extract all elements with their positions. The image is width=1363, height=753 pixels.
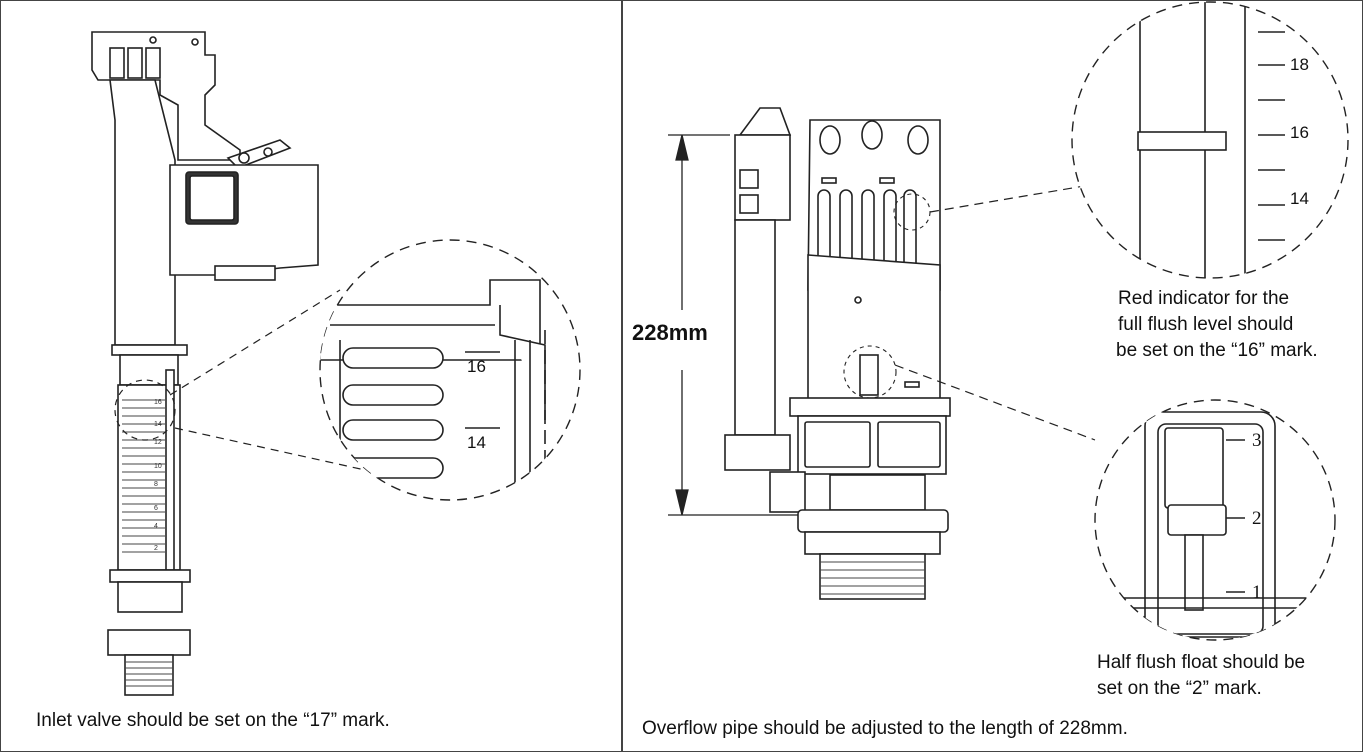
- half-flush-note: Half flush float should be set on the “2…: [1097, 650, 1305, 702]
- half-flush-note-line: set on the “2” mark.: [1097, 678, 1262, 699]
- svg-text:12: 12: [154, 439, 162, 446]
- top-mark-14: 14: [1290, 189, 1309, 208]
- inlet-valve-caption: Inlet valve should be set on the “17” ma…: [36, 710, 390, 731]
- bottom-callout-circle: [843, 345, 897, 399]
- base-nut: [117, 581, 183, 613]
- full-flush-note-line: Red indicator for the: [1118, 288, 1290, 309]
- svg-text:4: 4: [154, 523, 158, 530]
- half-flush-float: [1167, 504, 1227, 536]
- full-flush-note: Red indicator for the full flush level s…: [1116, 286, 1318, 364]
- leader-line: [169, 289, 341, 396]
- overflow-pipe-caption: Overflow pipe should be adjusted to the …: [642, 718, 1128, 739]
- housing-window-left: [804, 421, 871, 468]
- svg-text:10: 10: [154, 463, 162, 470]
- inlet-thread: [125, 661, 173, 687]
- lever-pivot: [263, 147, 273, 157]
- body-scale-marks: [122, 399, 165, 553]
- overflow-pipe-top: [738, 107, 792, 136]
- float-base: [214, 265, 276, 281]
- svg-text:8: 8: [154, 481, 158, 488]
- leader-line: [174, 427, 366, 471]
- red-indicator: [1137, 131, 1227, 151]
- lever-pivot: [238, 152, 250, 164]
- leader-line: [929, 184, 1091, 213]
- body-scale-labels: 16 14 12 10 8 6 4 2: [154, 399, 162, 552]
- valve-head-screw: [191, 38, 199, 46]
- half-flush-window: [859, 354, 879, 396]
- detail-mark-14: 14: [467, 433, 486, 452]
- svg-text:14: 14: [154, 421, 162, 428]
- svg-text:16: 16: [154, 399, 162, 406]
- svg-text:6: 6: [154, 505, 158, 512]
- half-flush-note-line: Half flush float should be: [1097, 652, 1306, 673]
- svg-text:2: 2: [154, 545, 158, 552]
- valve-head-slot: [109, 47, 125, 79]
- dimension-line: [668, 134, 800, 516]
- base-seal: [797, 509, 949, 533]
- float-button-face: [189, 175, 235, 221]
- valve-head-slot: [127, 47, 143, 79]
- top-magnified-content: [1137, 2, 1285, 278]
- base-thread-lines: [820, 561, 925, 595]
- detail-callout-circle: [114, 379, 176, 441]
- leader-line: [894, 364, 1096, 441]
- top-mark-16: 16: [1290, 123, 1309, 142]
- bottom-mark-2: 2: [1252, 508, 1262, 529]
- bottom-mark-1: 1: [1252, 582, 1262, 603]
- bottom-mark-3: 3: [1252, 430, 1262, 451]
- full-flush-note-line: full flush level should: [1118, 314, 1294, 335]
- top-mark-18: 18: [1290, 55, 1309, 74]
- base-thread: [819, 553, 926, 600]
- inlet-valve-drawing: 16 14 12 10 8 6 4 2 16 14: [91, 31, 581, 696]
- detail-mark-16: 16: [467, 357, 486, 376]
- valve-head-slot: [145, 47, 161, 79]
- full-flush-note-line: be set on the “16” mark.: [1116, 340, 1318, 361]
- overflow-length-label: 228mm: [632, 320, 708, 345]
- valve-head-screw: [149, 36, 157, 44]
- housing-window-right: [877, 421, 941, 468]
